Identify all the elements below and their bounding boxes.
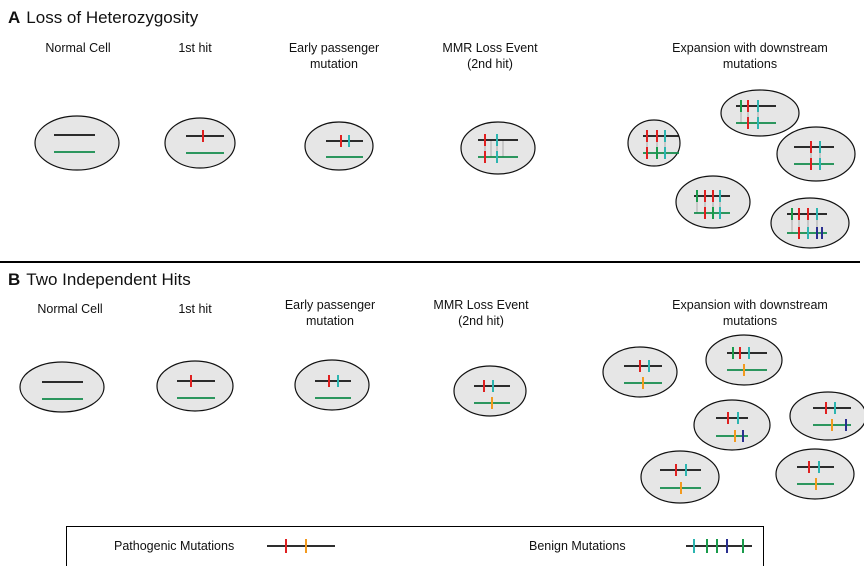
panel-b-title: B Two Independent Hits: [8, 270, 191, 290]
panel-a-stage-normal-label: Normal Cell: [45, 41, 111, 55]
a-normal-cell: [34, 115, 120, 171]
b-expansion-cell-4: [789, 391, 864, 441]
b-passenger-cell: [294, 359, 370, 411]
panel-a-stage-passenger-label: Early passenger mutation: [288, 41, 380, 71]
b-normal-cell: [19, 361, 105, 413]
a-expansion-cell-2: [720, 89, 800, 137]
panel-b-letter: B: [8, 270, 21, 289]
panel-b-stage-mmr-label: MMR Loss Event (2nd hit): [433, 298, 529, 328]
b-expansion-cell-6: [775, 448, 855, 500]
legend-box: Pathogenic Mutations Benign Mutations: [66, 526, 764, 566]
legend-benign-label: Benign Mutations: [529, 539, 626, 553]
panel-b-stage-normal-label: Normal Cell: [37, 302, 103, 316]
panel-divider: [0, 261, 860, 263]
b-expansion-cell-3: [693, 399, 771, 451]
panel-b-title-text: Two Independent Hits: [26, 270, 191, 289]
panel-a-letter: A: [8, 8, 21, 27]
panel-a-stage-expansion-label: Expansion with downstream mutations: [672, 41, 828, 71]
a-first-hit-cell: [164, 117, 236, 169]
b-expansion-cell-2: [705, 334, 783, 386]
b-first-hit-cell: [156, 360, 234, 412]
panel-b-stage-expansion-label: Expansion with downstream mutations: [672, 298, 828, 328]
a-passenger-cell: [304, 121, 374, 171]
panel-a-title-text: Loss of Heterozygosity: [26, 8, 199, 27]
b-mmr-cell: [453, 365, 527, 417]
panel-a-title: A Loss of Heterozygosity: [8, 8, 198, 28]
panel-b-stage-first-hit-label: 1st hit: [178, 302, 212, 316]
panel-b-stage-passenger-label: Early passenger mutation: [284, 298, 376, 328]
a-expansion-cell-1: [627, 119, 681, 167]
panel-a-stage-first-hit-label: 1st hit: [178, 41, 212, 55]
b-expansion-cell-5: [640, 450, 720, 504]
a-expansion-cell-3: [776, 126, 856, 182]
a-mmr-cell: [460, 121, 536, 175]
panel-a-stage-mmr-label: MMR Loss Event (2nd hit): [442, 41, 538, 71]
a-expansion-cell-5: [770, 197, 850, 249]
legend-pathogenic-label: Pathogenic Mutations: [114, 539, 235, 553]
